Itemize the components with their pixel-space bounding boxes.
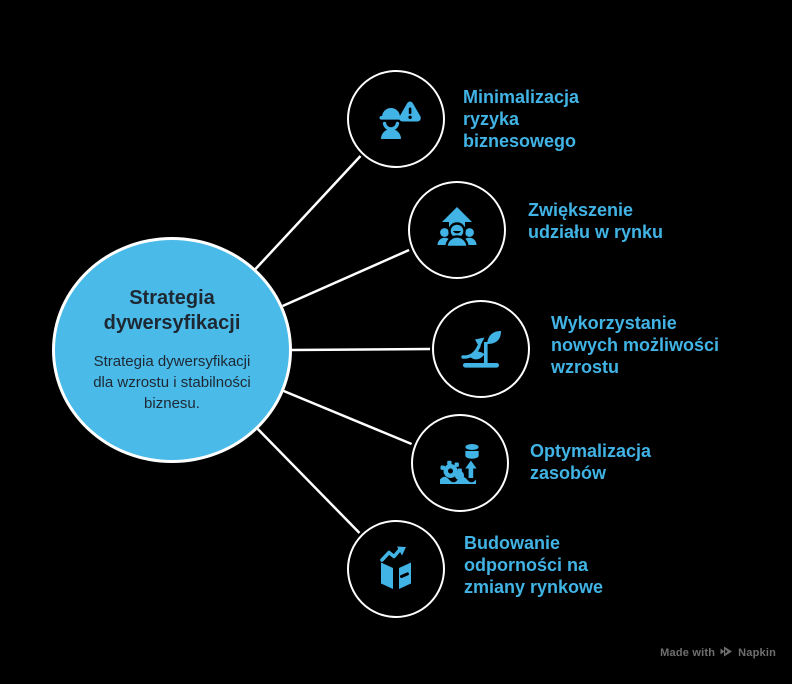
napkin-logo-icon [720,646,733,660]
branch-label-resource-optimization: Optymalizacja zasobów [530,441,652,483]
worker-risk-warning-icon [368,91,424,147]
branch-label-growth-opportunities: Wykorzystanie nowych możliwości wzrostu [551,313,720,377]
resilience-box-icon [368,541,424,597]
branch-node-risk [347,70,445,168]
sprout-opportunity-icon [453,321,509,377]
branch-label-resilience: Budowanie odporności na zmiany rynkowe [464,533,604,597]
central-topic-description: Strategia dywersyfikacji dla wzrostu i s… [93,353,251,412]
central-topic-title: Strategia dywersyfikacji [103,287,241,334]
made-with-text: Made with [660,647,716,659]
branch-node-resource-optimization [411,414,509,512]
napkin-brand-text: Napkin [738,647,776,659]
branch-label-risk: Minimalizacja ryzyka biznesowego [463,87,580,151]
branch-node-resilience [347,520,445,618]
resource-gears-icon [432,435,488,491]
made-with-napkin-credit[interactable]: Made with Napkin [660,646,776,660]
branch-node-growth-opportunities [432,300,530,398]
market-share-growth-icon [429,202,485,258]
central-topic-node: Strategia dywersyfikacji Strategia dywer… [52,237,292,463]
branch-label-market-share: Zwiększenie udziału w rynku [528,200,664,242]
branch-node-market-share [408,181,506,279]
